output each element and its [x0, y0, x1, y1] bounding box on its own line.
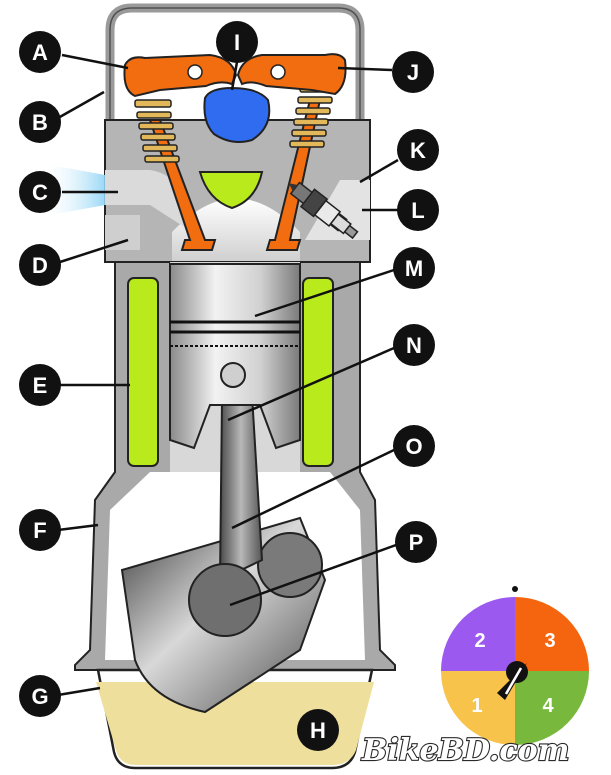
- svg-text:N: N: [406, 333, 422, 358]
- svg-text:H: H: [310, 718, 326, 743]
- callout-J: J: [392, 51, 434, 93]
- svg-text:O: O: [405, 434, 422, 459]
- callout-F: F: [19, 509, 61, 551]
- svg-text:G: G: [31, 684, 48, 709]
- callout-M: M: [393, 247, 435, 289]
- coolant-jacket-right: [302, 277, 334, 467]
- wheel-segment-4: [515, 671, 589, 745]
- exhaust-rocker-arm: [236, 53, 347, 96]
- callout-E: E: [19, 364, 61, 406]
- svg-text:I: I: [234, 30, 240, 55]
- camshaft: [203, 86, 271, 143]
- callout-L: L: [397, 189, 439, 231]
- wheel-label-4: 4: [542, 695, 554, 717]
- exhaust-rocker-pivot: [270, 64, 286, 80]
- callout-A: A: [19, 31, 61, 73]
- valve-cover-outline: [109, 7, 361, 120]
- leader-lines: [57, 53, 399, 697]
- svg-text:L: L: [411, 198, 424, 223]
- wheel-label-3: 3: [544, 630, 555, 652]
- svg-text:M: M: [405, 256, 423, 281]
- wheel-pointer-highlight: [504, 667, 523, 695]
- svg-text:C: C: [32, 180, 48, 205]
- crank-pin: [188, 563, 262, 637]
- svg-text:D: D: [32, 253, 48, 278]
- spark-plug: [288, 181, 359, 240]
- exhaust-port: [105, 215, 140, 250]
- callout-C: C: [19, 171, 61, 213]
- intake-mist: [50, 165, 105, 215]
- wheel-segment-3: [515, 597, 589, 671]
- callout-K: K: [397, 129, 439, 171]
- svg-text:E: E: [33, 373, 48, 398]
- callout-B: B: [19, 101, 61, 143]
- stroke-wheel: 2 3 1 4: [441, 586, 589, 745]
- coolant-jacket-left: [127, 277, 159, 467]
- callout-P: P: [395, 521, 437, 563]
- watermark: BikeBD.com: [361, 733, 569, 768]
- wheel-hub: [506, 661, 528, 683]
- callout-I: I: [216, 21, 258, 63]
- crankshaft-main-journal: [257, 532, 323, 598]
- svg-text:A: A: [32, 40, 48, 65]
- svg-text:P: P: [409, 530, 424, 555]
- callout-D: D: [19, 244, 61, 286]
- intake-port: [105, 170, 192, 232]
- intake-rocker-pivot: [187, 64, 203, 80]
- svg-text:F: F: [33, 518, 46, 543]
- wheel-segment-2: [441, 597, 515, 671]
- wheel-segment-1: [441, 671, 515, 745]
- callout-H: H: [297, 709, 339, 751]
- callout-G: G: [19, 675, 61, 717]
- svg-text:B: B: [32, 110, 48, 135]
- callout-N: N: [393, 324, 435, 366]
- wheel-label-1: 1: [471, 695, 482, 717]
- wheel-top-marker: [512, 586, 518, 592]
- intake-valve-spring: [134, 99, 180, 163]
- wrist-pin: [220, 362, 246, 388]
- combustion-wedge: [198, 171, 264, 210]
- svg-text:J: J: [407, 60, 419, 85]
- svg-text:K: K: [410, 138, 426, 163]
- wheel-label-2: 2: [474, 630, 485, 652]
- callout-O: O: [393, 425, 435, 467]
